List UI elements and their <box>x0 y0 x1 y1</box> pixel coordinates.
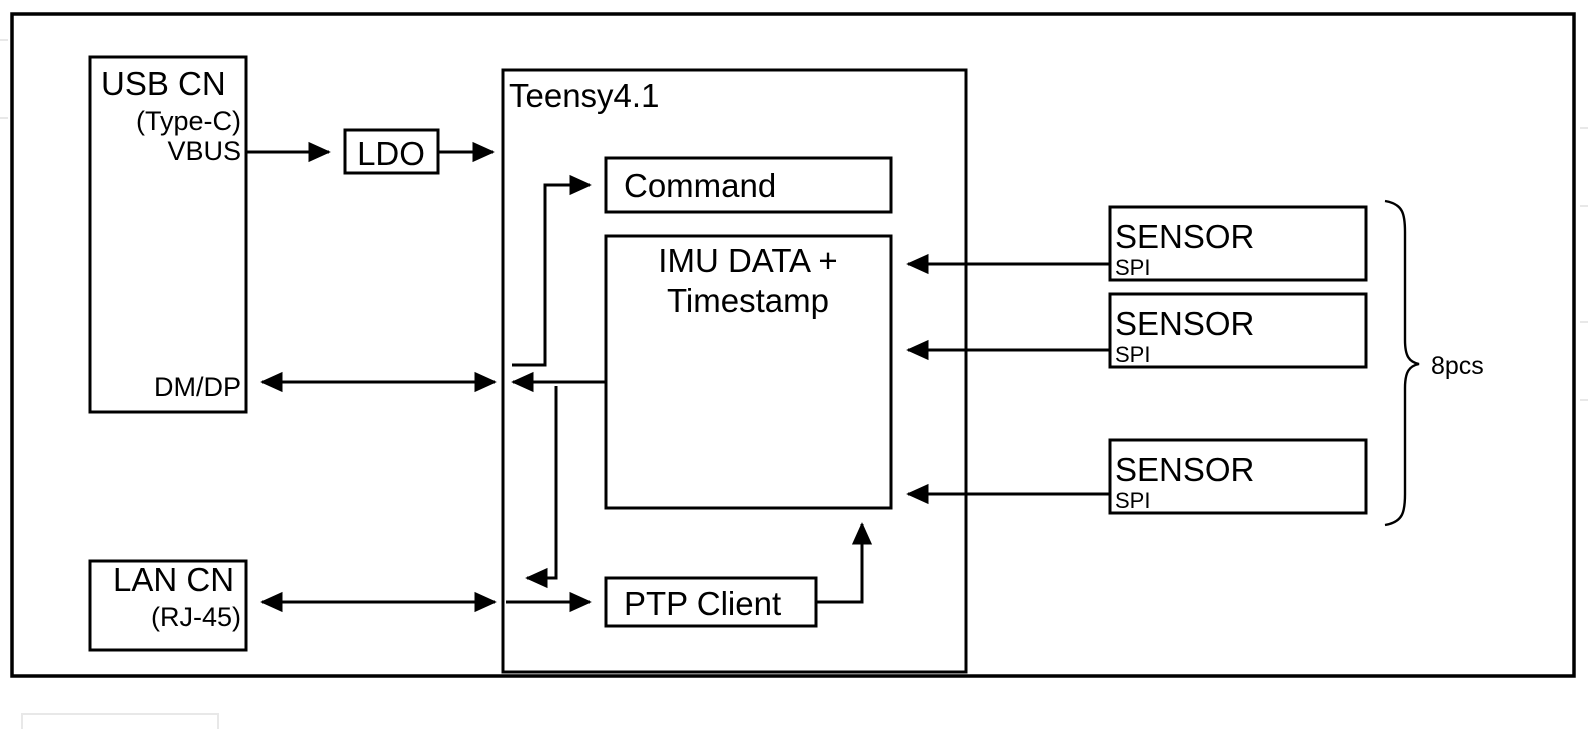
lan-cn-block: LAN CN (RJ-45) <box>88 559 248 652</box>
usb-cn-vbus-label: VBUS <box>167 136 241 166</box>
connector-imu-to-lan <box>525 386 558 589</box>
ptp-client-block: PTP Client <box>604 576 818 628</box>
outer-frame <box>10 12 1576 678</box>
sensor-1-title: SENSOR <box>1115 218 1254 255</box>
connector-usb-to-command <box>512 174 592 367</box>
ldo-label: LDO <box>357 135 425 172</box>
imu-data-line2: Timestamp <box>667 282 829 319</box>
usb-cn-block: USB CN (Type-C) VBUS DM/DP <box>88 55 248 414</box>
sensor-group-brace <box>1384 199 1420 527</box>
command-label: Command <box>624 167 776 204</box>
sensor-block-2: SENSOR SPI <box>1108 292 1368 369</box>
ptp-client-label: PTP Client <box>624 585 781 622</box>
sensor-2-title: SENSOR <box>1115 305 1254 342</box>
sensor-block-1: SENSOR SPI <box>1108 205 1368 282</box>
usb-cn-subtitle: (Type-C) <box>136 106 241 136</box>
teensy-label: Teensy4.1 <box>509 77 659 114</box>
lan-cn-subtitle: (RJ-45) <box>151 602 241 632</box>
teensy-block: Teensy4.1 <box>501 68 968 674</box>
sensor-block-3: SENSOR SPI <box>1108 438 1368 515</box>
ldo-block: LDO <box>343 128 440 175</box>
command-block: Command <box>604 156 893 214</box>
imu-data-block: IMU DATA + Timestamp <box>604 234 893 510</box>
imu-data-line1: IMU DATA + <box>658 242 837 279</box>
usb-cn-title: USB CN <box>101 65 226 102</box>
connector-ptp-to-imu <box>817 522 873 604</box>
sensor-2-bus: SPI <box>1115 342 1150 367</box>
sensor-1-bus: SPI <box>1115 255 1150 280</box>
sensor-3-title: SENSOR <box>1115 451 1254 488</box>
ghost-chrome <box>0 39 1588 729</box>
sensor-3-bus: SPI <box>1115 488 1150 513</box>
usb-cn-dmdp-label: DM/DP <box>154 372 241 402</box>
lan-cn-title: LAN CN <box>113 561 234 598</box>
sensor-count-label: 8pcs <box>1431 352 1484 380</box>
